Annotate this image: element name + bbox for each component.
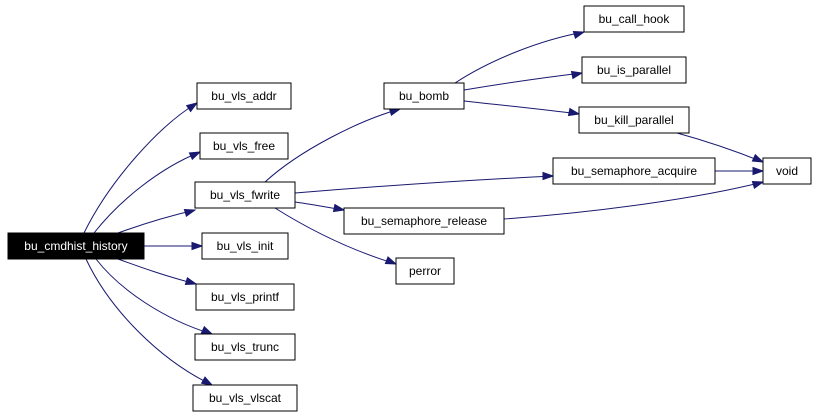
- node-void[interactable]: void: [762, 157, 812, 185]
- edge-bu-semaphore-release-to-void: [503, 180, 765, 220]
- edge-line: [117, 258, 197, 285]
- node-label-bu-semaphore-acquire: bu_semaphore_acquire: [571, 164, 697, 178]
- node-bu-vls-trunc[interactable]: bu_vls_trunc: [194, 333, 296, 361]
- node-bu-vls-free[interactable]: bu_vls_free: [199, 132, 289, 160]
- node-label-bu-semaphore-release: bu_semaphore_release: [361, 214, 487, 228]
- edge-bu-vls-fwrite-to-perror: [274, 207, 398, 265]
- edge-bu-bomb-to-bu-is-parallel: [463, 70, 584, 91]
- node-label-bu-vls-init: bu_vls_init: [217, 239, 274, 253]
- node-bu-semaphore-release[interactable]: bu_semaphore_release: [343, 207, 505, 235]
- node-perror[interactable]: perror: [395, 257, 455, 285]
- node-label-bu-cmdhist-history: bu_cmdhist_history: [24, 239, 127, 253]
- edge-line: [454, 31, 585, 84]
- arrowhead-icon: [184, 276, 198, 286]
- edge-line: [95, 258, 213, 335]
- node-bu-call-hook[interactable]: bu_call_hook: [583, 5, 685, 33]
- node-label-bu-bomb: bu_bomb: [399, 89, 449, 103]
- edge-line: [83, 102, 198, 234]
- edge-bu-vls-fwrite-to-bu-semaphore-acquire: [294, 171, 555, 194]
- edge-bu-cmdhist-history-to-bu-vls-printf: [117, 258, 198, 286]
- edge-line: [93, 151, 201, 234]
- edge-line: [294, 175, 554, 194]
- node-label-bu-kill-parallel: bu_kill_parallel: [594, 113, 673, 127]
- call-graph-nodes: bu_cmdhist_history bu_vls_addr bu_vls_fr…: [7, 5, 812, 412]
- edge-line: [503, 181, 764, 220]
- edge-bu-cmdhist-history-to-bu-vls-vlscat: [85, 258, 214, 386]
- edge-line: [85, 258, 213, 386]
- edge-bu-vls-fwrite-to-bu-semaphore-release: [294, 201, 346, 213]
- node-label-bu-is-parallel: bu_is_parallel: [597, 63, 671, 77]
- arrowhead-icon: [570, 70, 584, 80]
- arrowhead-icon: [751, 153, 765, 163]
- edge-line: [274, 207, 397, 265]
- node-label-bu-vls-fwrite: bu_vls_fwrite: [210, 188, 280, 202]
- arrowhead-icon: [185, 102, 199, 113]
- node-label-bu-vls-vlscat: bu_vls_vlscat: [209, 391, 282, 405]
- arrowhead-icon: [332, 203, 346, 213]
- arrowhead-icon: [188, 151, 202, 161]
- arrowhead-icon: [183, 208, 197, 218]
- arrowhead-icon: [384, 256, 398, 265]
- node-bu-vls-printf[interactable]: bu_vls_printf: [195, 283, 295, 311]
- node-label-bu-vls-trunc: bu_vls_trunc: [211, 340, 279, 354]
- edge-bu-semaphore-acquire-to-void: [715, 166, 765, 176]
- node-label-bu-call-hook: bu_call_hook: [599, 12, 671, 26]
- node-bu-cmdhist-history[interactable]: bu_cmdhist_history: [7, 232, 145, 260]
- arrowhead-icon: [751, 180, 765, 190]
- edge-bu-kill-parallel-to-void: [676, 132, 765, 163]
- edge-line: [463, 72, 583, 91]
- node-bu-vls-fwrite[interactable]: bu_vls_fwrite: [194, 181, 296, 209]
- arrowhead-icon: [388, 107, 402, 117]
- node-bu-vls-addr[interactable]: bu_vls_addr: [196, 82, 292, 110]
- arrowhead-icon: [572, 30, 586, 40]
- edge-bu-cmdhist-history-to-bu-vls-fwrite: [117, 208, 197, 234]
- node-label-bu-vls-free: bu_vls_free: [213, 139, 275, 153]
- arrowhead-icon: [200, 325, 214, 335]
- node-bu-kill-parallel[interactable]: bu_kill_parallel: [578, 106, 690, 134]
- node-bu-is-parallel[interactable]: bu_is_parallel: [581, 56, 687, 84]
- node-label-bu-vls-addr: bu_vls_addr: [211, 89, 276, 103]
- edge-bu-cmdhist-history-to-bu-vls-addr: [83, 102, 199, 234]
- arrowhead-icon: [542, 171, 555, 181]
- edge-bu-cmdhist-history-to-bu-vls-free: [93, 151, 202, 234]
- arrowhead-icon: [567, 107, 581, 117]
- edge-line: [264, 108, 401, 183]
- edge-line: [117, 209, 196, 234]
- call-graph-edges: [83, 30, 765, 386]
- node-bu-vls-init[interactable]: bu_vls_init: [201, 232, 289, 260]
- edge-bu-bomb-to-bu-call-hook: [454, 30, 586, 84]
- arrowhead-icon: [191, 241, 204, 251]
- node-label-perror: perror: [409, 264, 441, 278]
- node-label-bu-vls-printf: bu_vls_printf: [211, 290, 280, 304]
- arrowhead-icon: [200, 376, 214, 386]
- node-bu-bomb[interactable]: bu_bomb: [383, 82, 465, 110]
- arrowhead-icon: [752, 166, 765, 176]
- node-label-void: void: [776, 164, 798, 178]
- node-bu-semaphore-acquire[interactable]: bu_semaphore_acquire: [552, 157, 716, 185]
- node-bu-vls-vlscat[interactable]: bu_vls_vlscat: [192, 384, 298, 412]
- edge-bu-cmdhist-history-to-bu-vls-trunc: [95, 258, 214, 335]
- edge-bu-bomb-to-bu-kill-parallel: [463, 100, 581, 117]
- edge-bu-cmdhist-history-to-bu-vls-init: [144, 241, 204, 251]
- edge-line: [463, 100, 580, 115]
